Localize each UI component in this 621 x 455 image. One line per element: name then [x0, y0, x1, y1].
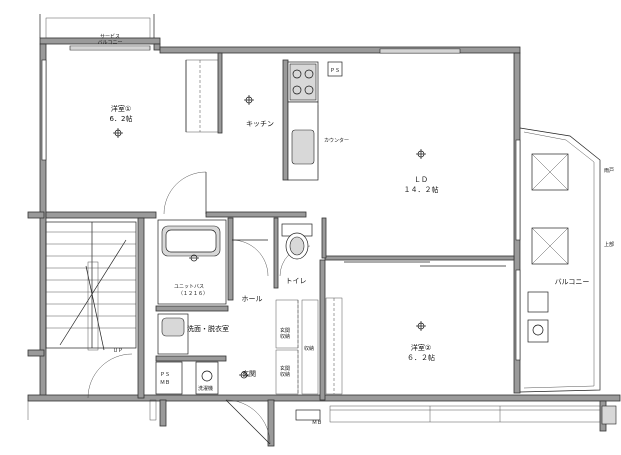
storage-label-1: 玄関	[280, 327, 290, 334]
mb-left-label: ＭＢ	[160, 380, 170, 386]
washroom-fixtures: 洗濯機 ＰＳ ＭＢ	[155, 313, 219, 395]
washer-label: 洗濯機	[198, 385, 213, 392]
unit-bath: ユニットバス （１２１６）	[157, 219, 227, 305]
windows	[41, 45, 521, 361]
sliding-door-ld	[344, 261, 506, 267]
stair-treads	[46, 231, 136, 329]
western-room-2-size: ６．２帖	[407, 353, 435, 362]
balcony: 雨戸 上部	[519, 127, 614, 393]
service-balcony-label-1: サービス	[100, 33, 120, 40]
upper-label: 上部	[604, 241, 614, 248]
storage-label-4: 収納	[280, 371, 290, 378]
mb-bottom-label: ＭＢ	[312, 420, 322, 426]
storage-label-3: 玄関	[280, 365, 290, 372]
light-fixtures	[113, 95, 426, 379]
toilet-fixture	[281, 223, 313, 260]
washroom-name: 洗面・脱衣室	[187, 324, 229, 333]
western-room-2-name: 洋室②	[411, 343, 431, 352]
kitchen-name: キッチン	[246, 120, 274, 128]
service-balcony-label-2: バルコニー	[98, 40, 123, 46]
western-room-1-name: 洋室①	[111, 104, 131, 113]
closet-western2	[325, 297, 343, 395]
ld-size: １４．２帖	[404, 185, 439, 194]
ps-left-label: ＰＳ	[160, 372, 170, 378]
western-room-1-size: 6．2帖	[110, 114, 133, 123]
exterior-bottom: ＭＢ	[27, 399, 617, 426]
stair-up-label: ＵＰ	[113, 348, 123, 354]
unit-bath-label-2: （１２１６）	[178, 291, 208, 297]
ld-name: ＬＤ	[414, 176, 428, 184]
service-balcony: サービス バルコニー	[39, 14, 155, 46]
staircase: ＵＰ	[45, 221, 137, 354]
balcony-name: バルコニー	[555, 278, 590, 286]
counter-label: カウンター	[324, 137, 349, 144]
entrance-name: 玄関	[242, 369, 256, 378]
stock-label: 収納	[304, 345, 314, 352]
kitchen-fixtures: カウンター ＰＳ	[287, 61, 349, 181]
room-labels: 洋室① 6．2帖 キッチン ＬＤ １４．２帖 洋室② ６．２帖 トイレ ホール …	[110, 104, 590, 378]
toilet-name: トイレ	[286, 277, 307, 285]
storage-label-2: 収納	[280, 333, 290, 340]
hall-name: ホール	[242, 295, 263, 303]
ps-top-label: ＰＳ	[330, 68, 340, 74]
unit-bath-label-1: ユニットバス	[174, 284, 204, 290]
entrance-storage: 玄関 収納 玄関 収納 収納	[275, 299, 319, 395]
door-swings	[87, 171, 311, 445]
closet-western1	[185, 59, 219, 133]
rain-shutter-label: 雨戸	[604, 168, 614, 174]
